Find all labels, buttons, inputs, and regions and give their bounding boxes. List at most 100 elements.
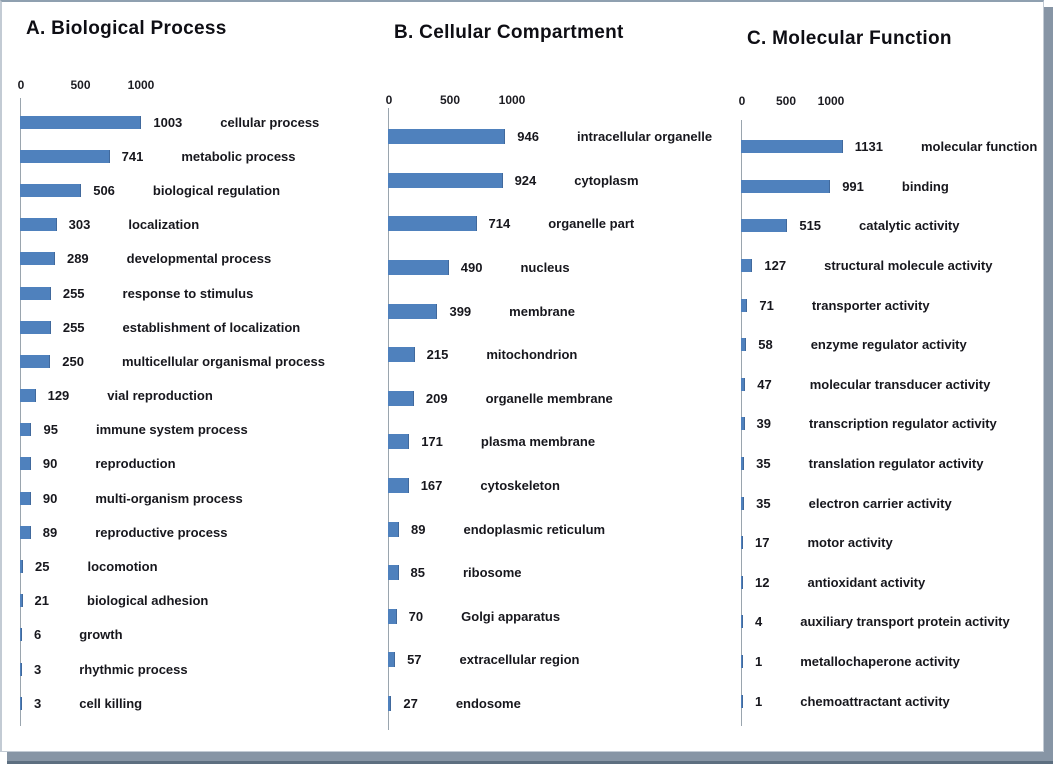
bar [388,260,449,276]
bar-value-label: 47 [757,376,772,392]
bar-category-label: multicellular organismal process [121,353,325,369]
bar-category-label: structural molecule activity [824,258,993,274]
bar [741,219,788,233]
bar-value-label: 12 [755,574,770,590]
axis-tick-label: 500 [775,94,797,108]
bar-category-label: plasma membrane [480,434,596,450]
bar-row: 85 ribosome [388,551,730,595]
bar [388,390,414,406]
bar-category-label: vial reproduction [107,388,213,404]
bar [20,115,142,129]
frame-shadow-bottom [7,752,1053,764]
bar-value-label: 95 [43,422,58,438]
bar-category-label: Golgi apparatus [461,608,561,624]
bar-value-label: 1 [755,654,763,670]
bar-value-label: 71 [759,297,774,313]
bar [741,417,745,431]
bar-category-label: localization [128,217,200,233]
bar-value-label: 57 [407,652,422,668]
bar-row: 946 intracellular organelle [388,115,730,159]
bar [741,655,743,669]
bar-value-label: 399 [449,303,472,319]
bar [388,608,397,624]
bar-row: 12 antioxidant activity [741,563,1041,603]
bar-value-label: 3 [34,695,42,711]
bar [741,457,745,471]
bar [741,575,743,589]
bar-category-label: antioxidant activity [807,574,926,590]
bar-category-label: ribosome [463,565,522,581]
bar-category-label: organelle part [548,216,635,232]
chart-title-c: C. Molecular Function [747,28,952,49]
bar-value-label: 303 [68,217,91,233]
frame-shadow-right [1044,7,1053,764]
bar-row: 399 membrane [388,289,730,333]
bar [20,491,31,505]
bar-value-label: 250 [62,353,84,369]
bar-value-label: 6 [34,627,42,643]
bar [20,594,23,608]
bar-value-label: 515 [799,218,822,234]
bar-value-label: 741 [121,148,144,164]
bar-category-label: response to stimulus [122,285,254,301]
bar [20,218,57,232]
bar-value-label: 85 [410,565,425,581]
bar-category-label: biological adhesion [87,593,209,609]
bar-category-label: multi-organism process [95,490,243,506]
bar [741,298,748,312]
bar-value-label: 1131 [854,139,883,155]
bar-category-label: membrane [509,303,575,319]
bar-value-label: 35 [756,456,771,472]
bar-value-label: 129 [47,388,70,404]
axis-tick-label: 0 [385,93,393,107]
bar-value-label: 924 [514,172,537,188]
bar [20,525,31,539]
bar-category-label: chemoattractant activity [800,693,950,709]
bar [741,338,747,352]
bar-category-label: intracellular organelle [577,129,713,145]
bar-value-label: 167 [420,478,443,494]
chart-title-b: B. Cellular Compartment [394,22,624,43]
bar [388,652,396,668]
bar-category-label: motor activity [807,535,893,551]
bar-value-label: 490 [460,260,483,276]
bar [741,615,743,629]
bar-value-label: 946 [517,129,539,145]
bar-row: 1003 cellular process [20,105,374,139]
bar-category-label: cytoskeleton [480,478,560,494]
bar [20,457,31,471]
bar-category-label: catalytic activity [859,218,960,234]
bar-value-label: 991 [842,178,864,194]
bar-value-label: 506 [93,182,115,198]
bar-value-label: 25 [35,559,50,575]
bar-category-label: binding [901,178,949,194]
bar-category-label: cellular process [220,114,320,130]
bar [20,286,51,300]
bar-value-label: 1003 [153,114,183,130]
bar-category-label: transporter activity [811,297,930,313]
bar-value-label: 714 [488,216,511,232]
bar-value-label: 89 [42,524,58,540]
axis-tick-label: 1000 [817,94,845,108]
bar [388,129,506,145]
bar [20,389,36,403]
